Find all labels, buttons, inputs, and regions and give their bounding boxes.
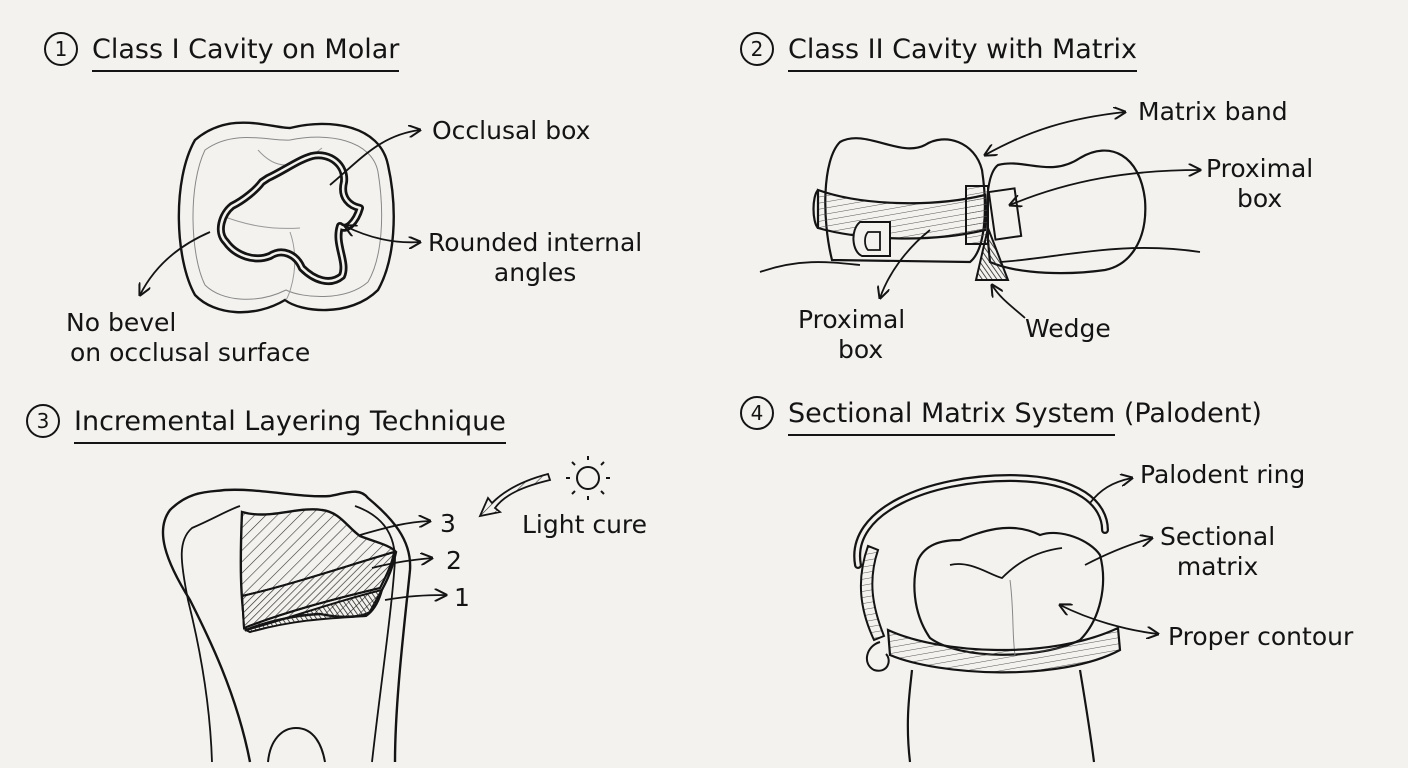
label-rounded-line-2: angles	[493, 258, 577, 287]
sun-icon	[566, 456, 610, 500]
class2-matrix-drawing	[759, 112, 1200, 319]
panel-2-number: 2	[740, 32, 774, 66]
label-proximal-right-line-2: box	[1237, 184, 1283, 213]
label-proximal-box-left: Proximal box	[798, 305, 905, 365]
label-layer-1: 1	[454, 583, 470, 612]
label-proximal-left-line-1: Proximal	[798, 305, 906, 334]
label-light-cure: Light cure	[522, 510, 648, 539]
panel-1-title: 1 Class I Cavity on Molar	[44, 32, 400, 72]
label-sectional-line-1: Sectional	[1160, 522, 1276, 551]
label-proximal-right-line-1: Proximal	[1206, 154, 1314, 183]
label-layer-2: 2	[446, 546, 462, 575]
panel-4-title: 4 Sectional Matrix System (Palodent)	[740, 396, 1262, 436]
palodent-drawing	[853, 478, 1158, 763]
label-proximal-left-line-2: box	[838, 335, 884, 364]
label-palodent-ring: Palodent ring	[1140, 460, 1306, 489]
panel-3-title: 3 Incremental Layering Technique	[26, 404, 506, 444]
panel-4-title-suffix: (Palodent)	[1123, 398, 1262, 429]
label-rounded-line-1: Rounded internal	[428, 228, 643, 257]
label-no-bevel: No bevel on occlusal surface	[66, 308, 310, 368]
panel-2-title-text: Class II Cavity with Matrix	[788, 34, 1138, 72]
layering-drawing	[161, 456, 610, 763]
panel-4-number: 4	[740, 396, 774, 430]
label-sectional-line-2: matrix	[1176, 552, 1259, 581]
label-no-bevel-line-2: on occlusal surface	[70, 338, 311, 367]
arrow-icon	[478, 472, 552, 518]
panel-1-title-text: Class I Cavity on Molar	[92, 34, 400, 72]
panel-2-title: 2 Class II Cavity with Matrix	[740, 32, 1138, 72]
label-matrix-band: Matrix band	[1138, 97, 1288, 126]
panel-1-number: 1	[44, 32, 78, 66]
panel-3-number: 3	[26, 404, 60, 438]
label-wedge: Wedge	[1025, 314, 1111, 343]
label-occlusal-box: Occlusal box	[432, 116, 591, 145]
panel-4-title-text: Sectional Matrix System	[788, 398, 1116, 436]
label-layer-3: 3	[440, 509, 456, 538]
label-no-bevel-line-1: No bevel	[66, 308, 177, 337]
label-proper-contour: Proper contour	[1168, 622, 1354, 651]
panel-3-title-text: Incremental Layering Technique	[74, 406, 506, 444]
label-sectional-matrix: Sectional matrix	[1160, 522, 1275, 582]
molar-occlusal-drawing	[140, 121, 420, 314]
label-proximal-box-right: Proximal box	[1206, 154, 1313, 214]
label-rounded-internal-angles: Rounded internal angles	[428, 228, 642, 288]
